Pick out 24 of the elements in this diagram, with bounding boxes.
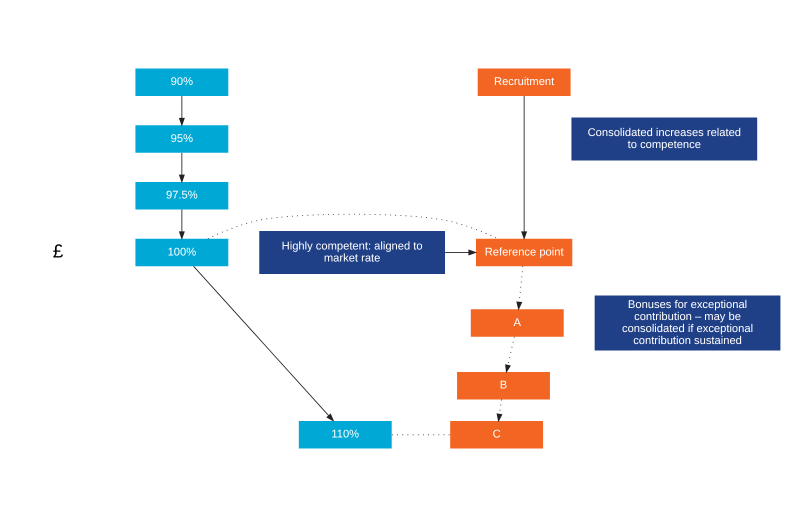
node-box: C — [450, 420, 544, 448]
node-box: Consolidated increases related to competence — [571, 116, 758, 160]
arrow — [521, 95, 528, 240]
arrow — [193, 265, 334, 422]
connector — [207, 213, 498, 239]
arrow — [178, 152, 185, 183]
node-box: 100% — [135, 238, 228, 266]
node-box: 95% — [135, 124, 228, 152]
arrow — [496, 398, 503, 422]
arrow — [505, 336, 515, 373]
node-box: Reference point — [476, 238, 572, 266]
node-box: A — [470, 308, 564, 336]
arrow — [516, 265, 524, 310]
node-box: B — [457, 372, 550, 400]
node-box: Bonuses for exceptional contribution – may be consolidated if exceptional contribution sustained — [594, 294, 780, 350]
arrow — [178, 208, 185, 240]
node-box: 110% — [298, 420, 392, 448]
node-box: Recruitment — [478, 68, 571, 96]
node-box: 90% — [135, 68, 228, 96]
label: £ — [52, 240, 64, 262]
arrow — [178, 95, 185, 126]
node-box: 97.5% — [135, 181, 228, 209]
arrow — [444, 248, 478, 255]
node-box: Highly competent: aligned to market rate — [259, 230, 446, 274]
